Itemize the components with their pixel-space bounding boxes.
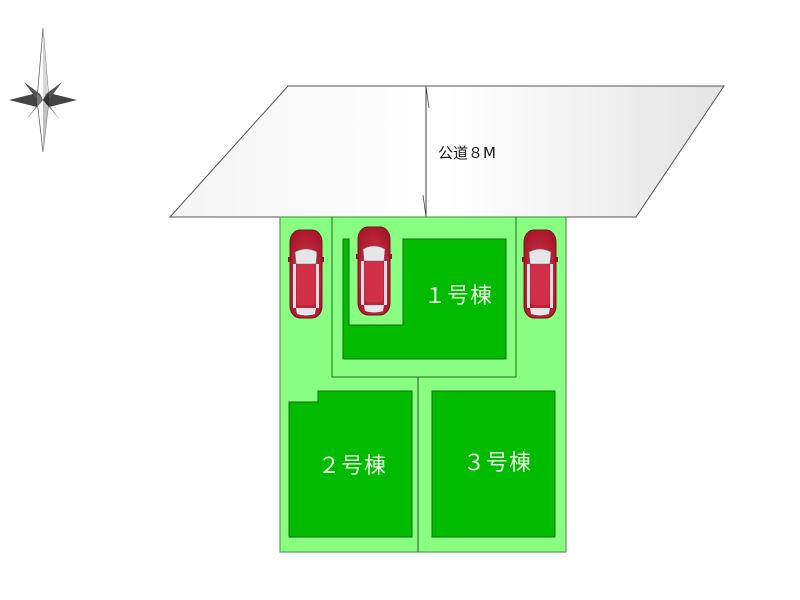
building-1-label: １号棟 — [424, 284, 494, 309]
building-2 — [288, 390, 413, 538]
road-label: 公道８M — [438, 144, 496, 162]
building-1 — [342, 238, 507, 360]
building-2-label: ２号棟 — [318, 454, 388, 479]
compass-rose-icon — [9, 27, 77, 153]
car-icon — [287, 229, 325, 319]
car-icon — [355, 226, 393, 316]
building-3-label: ３号棟 — [463, 451, 533, 476]
building-3 — [431, 390, 556, 538]
car-icon — [521, 229, 559, 319]
public-road — [168, 85, 725, 218]
